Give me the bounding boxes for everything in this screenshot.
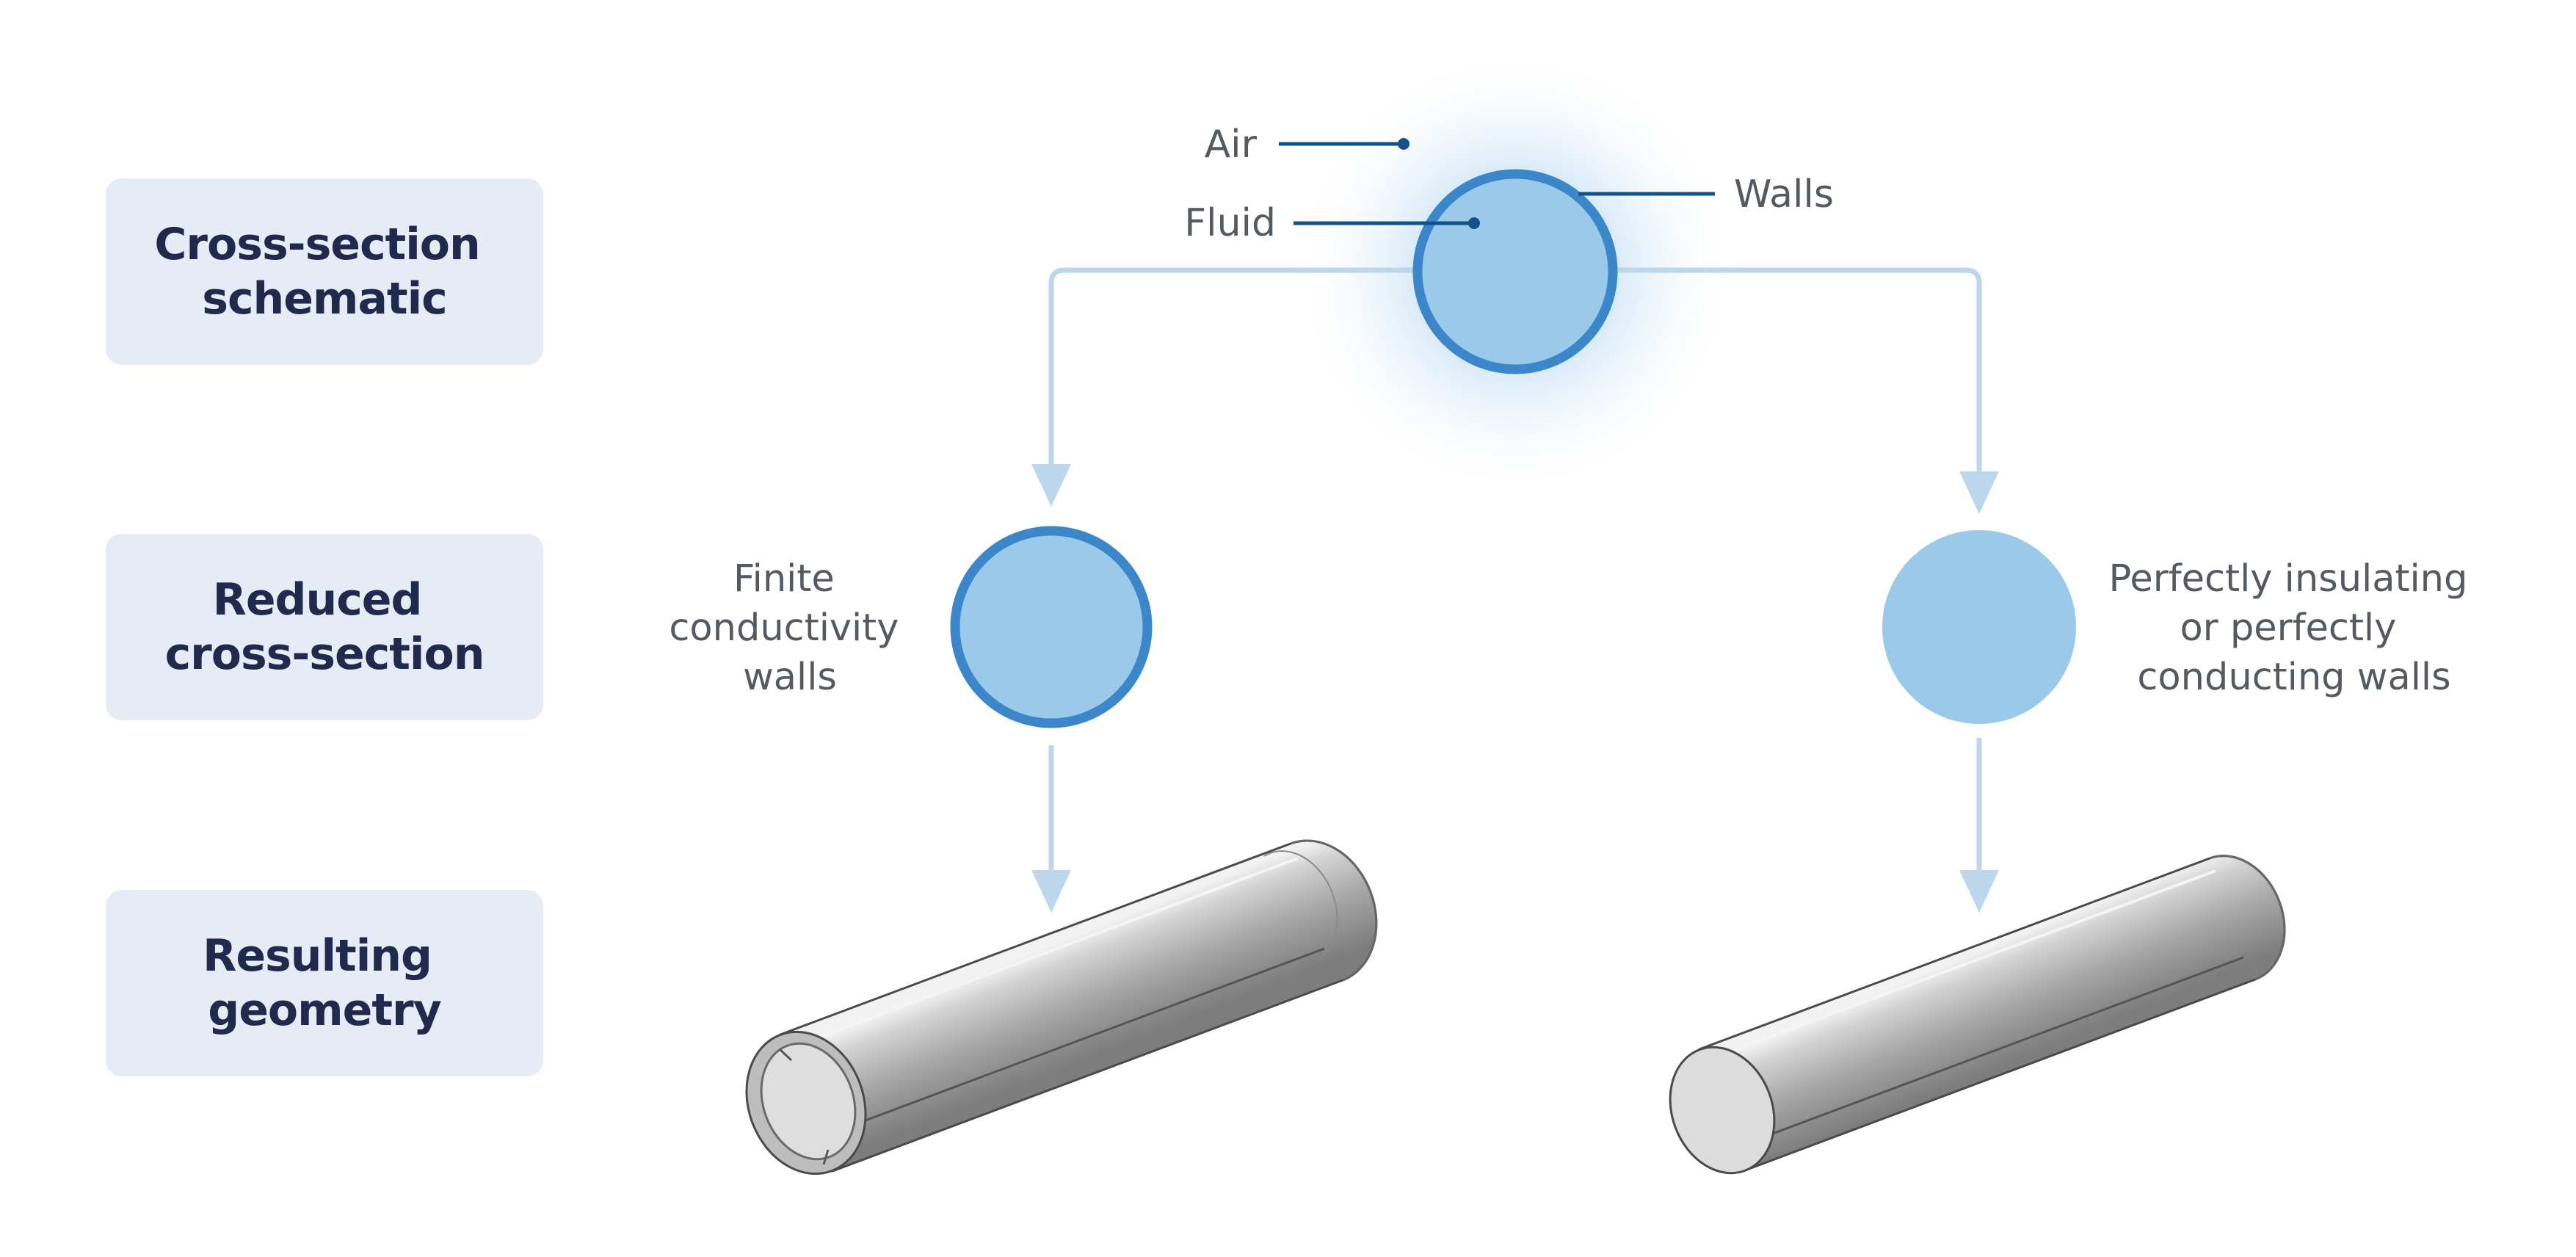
- schematic-walls-circle: [1412, 169, 1618, 374]
- right-branch-description: Perfectly insulating or perfectly conduc…: [2108, 557, 2479, 699]
- left-branch-line-1: Finite: [733, 557, 835, 601]
- air-label: Air: [1205, 123, 1258, 167]
- branch-connector: [1048, 267, 1982, 488]
- row-label-line-2: geometry: [208, 985, 441, 1036]
- left-branch-description: Finite conductivity walls: [669, 557, 910, 699]
- hollow-cylinder-icon: [745, 839, 1378, 1176]
- solid-cylinder-icon: [1669, 855, 2286, 1175]
- row-label-line-1: Cross-section: [154, 219, 479, 270]
- fluid-callout: Fluid: [1184, 201, 1480, 245]
- arrowhead-left-branch: [1031, 464, 1071, 507]
- row-label-resulting-geometry: Resulting geometry: [106, 890, 543, 1076]
- row-label-reduced-cross-section: Reduced cross-section: [106, 534, 543, 720]
- row-label-cross-section-schematic: Cross-section schematic: [106, 178, 543, 365]
- walled-circle-icon: [950, 526, 1153, 728]
- arrowhead-right-branch: [1959, 471, 1999, 514]
- right-branch-line-3: conducting walls: [2137, 656, 2450, 699]
- air-callout: Air: [1205, 123, 1409, 167]
- svg-text:Resulting geometry: Resulting geometry: [203, 930, 446, 1036]
- fluid-label: Fluid: [1184, 201, 1276, 245]
- svg-text:Reduced cross-section: Reduced cross-section: [165, 574, 485, 680]
- right-branch-line-2: or perfectly: [2180, 606, 2396, 650]
- left-branch-line-2: conductivity: [669, 606, 899, 650]
- svg-text:Cross-section schematic: Cross-section schematic: [154, 219, 494, 325]
- right-branch-line-1: Perfectly insulating: [2108, 557, 2467, 601]
- row-label-line-1: Resulting: [203, 930, 432, 982]
- row-label-line-2: cross-section: [165, 628, 485, 680]
- left-branch-line-3: walls: [743, 656, 837, 699]
- solid-circle-icon: [1882, 530, 2076, 724]
- walls-label: Walls: [1734, 173, 1834, 217]
- walls-callout: Walls: [1578, 173, 1834, 217]
- row-label-line-1: Reduced: [213, 574, 422, 626]
- arrow-left-down: [1031, 745, 1071, 913]
- row-label-line-2: schematic: [202, 273, 447, 325]
- arrow-right-down: [1959, 738, 1999, 913]
